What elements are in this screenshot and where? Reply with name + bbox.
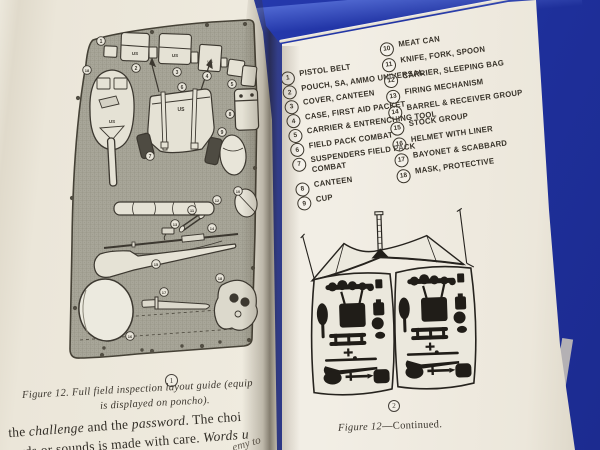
shelter-tent [300, 207, 475, 282]
svg-text:12: 12 [215, 198, 220, 203]
protective-mask [213, 279, 258, 331]
sleeping-bag-carrier [113, 201, 215, 216]
svg-text:8: 8 [229, 112, 232, 118]
svg-text:18: 18 [85, 68, 90, 73]
svg-text:3: 3 [176, 70, 179, 76]
svg-text:13: 13 [173, 222, 178, 227]
helmet [78, 278, 134, 342]
bayonet-scabbard [141, 296, 210, 310]
silhouette-panel-left [310, 272, 395, 396]
figure-sheet1-number: 1 [165, 374, 178, 387]
svg-text:5: 5 [231, 82, 234, 88]
svg-text:US: US [172, 53, 178, 58]
svg-text:1: 1 [100, 39, 103, 45]
svg-text:US: US [132, 51, 138, 56]
stock-group [93, 243, 237, 278]
svg-text:7: 7 [149, 154, 152, 160]
svg-text:16: 16 [128, 334, 133, 339]
svg-text:US: US [178, 107, 186, 113]
pistol-belt-pouches [103, 32, 258, 88]
svg-text:11: 11 [190, 208, 195, 213]
svg-text:14: 14 [210, 226, 215, 231]
svg-text:17: 17 [162, 290, 167, 295]
figure12-caption-line2: is displayed on poncho). [99, 395, 211, 412]
utensils [178, 210, 206, 233]
svg-text:2: 2 [135, 66, 138, 72]
svg-text:4: 4 [206, 74, 209, 80]
figure12-continued-diagram [300, 207, 477, 396]
canteen-cover [233, 88, 260, 131]
svg-text:9: 9 [221, 130, 224, 136]
svg-text:18: 18 [218, 276, 223, 281]
figure12-diagram: US US US US [69, 19, 260, 359]
silhouette-panel-right [394, 265, 477, 390]
figure-sheet2-number: 2 [388, 400, 400, 412]
svg-text:US: US [109, 119, 115, 124]
mask-carrier-bag: US [89, 69, 135, 187]
svg-text:6: 6 [181, 85, 184, 91]
svg-text:10: 10 [236, 189, 241, 194]
figure12-continued-caption: Figure 12—Continued. [337, 419, 443, 434]
svg-text:15: 15 [154, 262, 159, 267]
figure12-caption-line1: Figure 12. Full field inspection layout … [21, 377, 254, 402]
field-pack: US [136, 57, 223, 166]
diagram-callouts: 1 2 3 4 5 18 6 7 8 9 10 11 12 13 14 15 1… [82, 36, 243, 341]
